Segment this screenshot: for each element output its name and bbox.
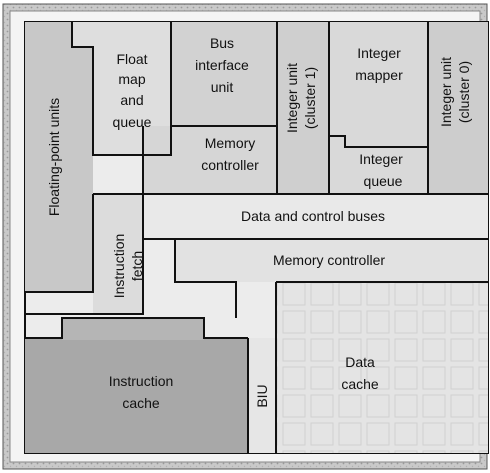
float-map-label-line2: map	[118, 71, 145, 87]
memory-controller-lower-label: Memory controller	[273, 252, 385, 268]
memory-controller-upper-label-line2: controller	[201, 157, 259, 173]
instruction-cache-block	[25, 338, 248, 453]
floating-point-units-block	[25, 22, 93, 292]
bus-interface-label-line1: Bus	[210, 35, 234, 51]
data-cache-label-line1: Data	[345, 354, 375, 370]
float-map-label-line1: Float	[116, 51, 147, 67]
biu-block	[248, 338, 276, 453]
data-and-control-buses-label: Data and control buses	[241, 208, 385, 224]
integer-unit-cluster1-label-line1: Integer unit	[284, 63, 300, 133]
integer-mapper-label-line2: mapper	[355, 67, 403, 83]
float-map-label-line4: queue	[113, 114, 152, 130]
instruction-fetch-label-line1: Instruction	[111, 234, 127, 299]
instruction-fetch-label-line2: fetch	[129, 251, 145, 281]
instruction-fetch-block	[93, 194, 143, 314]
block-boundaries	[25, 22, 488, 453]
float-map-block	[72, 22, 171, 155]
integer-unit-cluster1-block	[277, 22, 329, 194]
bus-interface-label-line3: unit	[211, 79, 234, 95]
memory-controller-lower-block	[175, 239, 488, 282]
memory-controller-upper-block	[143, 126, 277, 194]
integer-mapper-label-line1: Integer	[357, 45, 401, 61]
float-map-label-line3: and	[120, 92, 143, 108]
memory-controller-upper-label-line1: Memory	[205, 135, 256, 151]
integer-mapper-block	[329, 22, 428, 194]
data-cache-block	[276, 282, 488, 453]
instruction-cache-label-line2: cache	[122, 395, 160, 411]
instruction-cache-top-block	[62, 318, 204, 340]
integer-unit-cluster0-block	[428, 22, 488, 194]
integer-unit-cluster0-label-line2: (cluster 0)	[456, 61, 472, 123]
biu-label: BIU	[254, 384, 270, 407]
instruction-cache-label-line1: Instruction	[109, 373, 174, 389]
data-cache-label-line2: cache	[341, 376, 379, 392]
integer-queue-label-line1: Integer	[359, 151, 403, 167]
integer-queue-label-line2: queue	[364, 173, 403, 189]
integer-unit-cluster1-label-line2: (cluster 1)	[302, 67, 318, 129]
data-and-control-buses-block	[143, 194, 488, 239]
integer-unit-cluster0-label-line1: Integer unit	[438, 57, 454, 127]
bus-interface-unit-block	[171, 22, 277, 126]
bus-interface-label-line2: interface	[195, 57, 249, 73]
floating-point-units-label: Floating-point units	[46, 98, 62, 216]
